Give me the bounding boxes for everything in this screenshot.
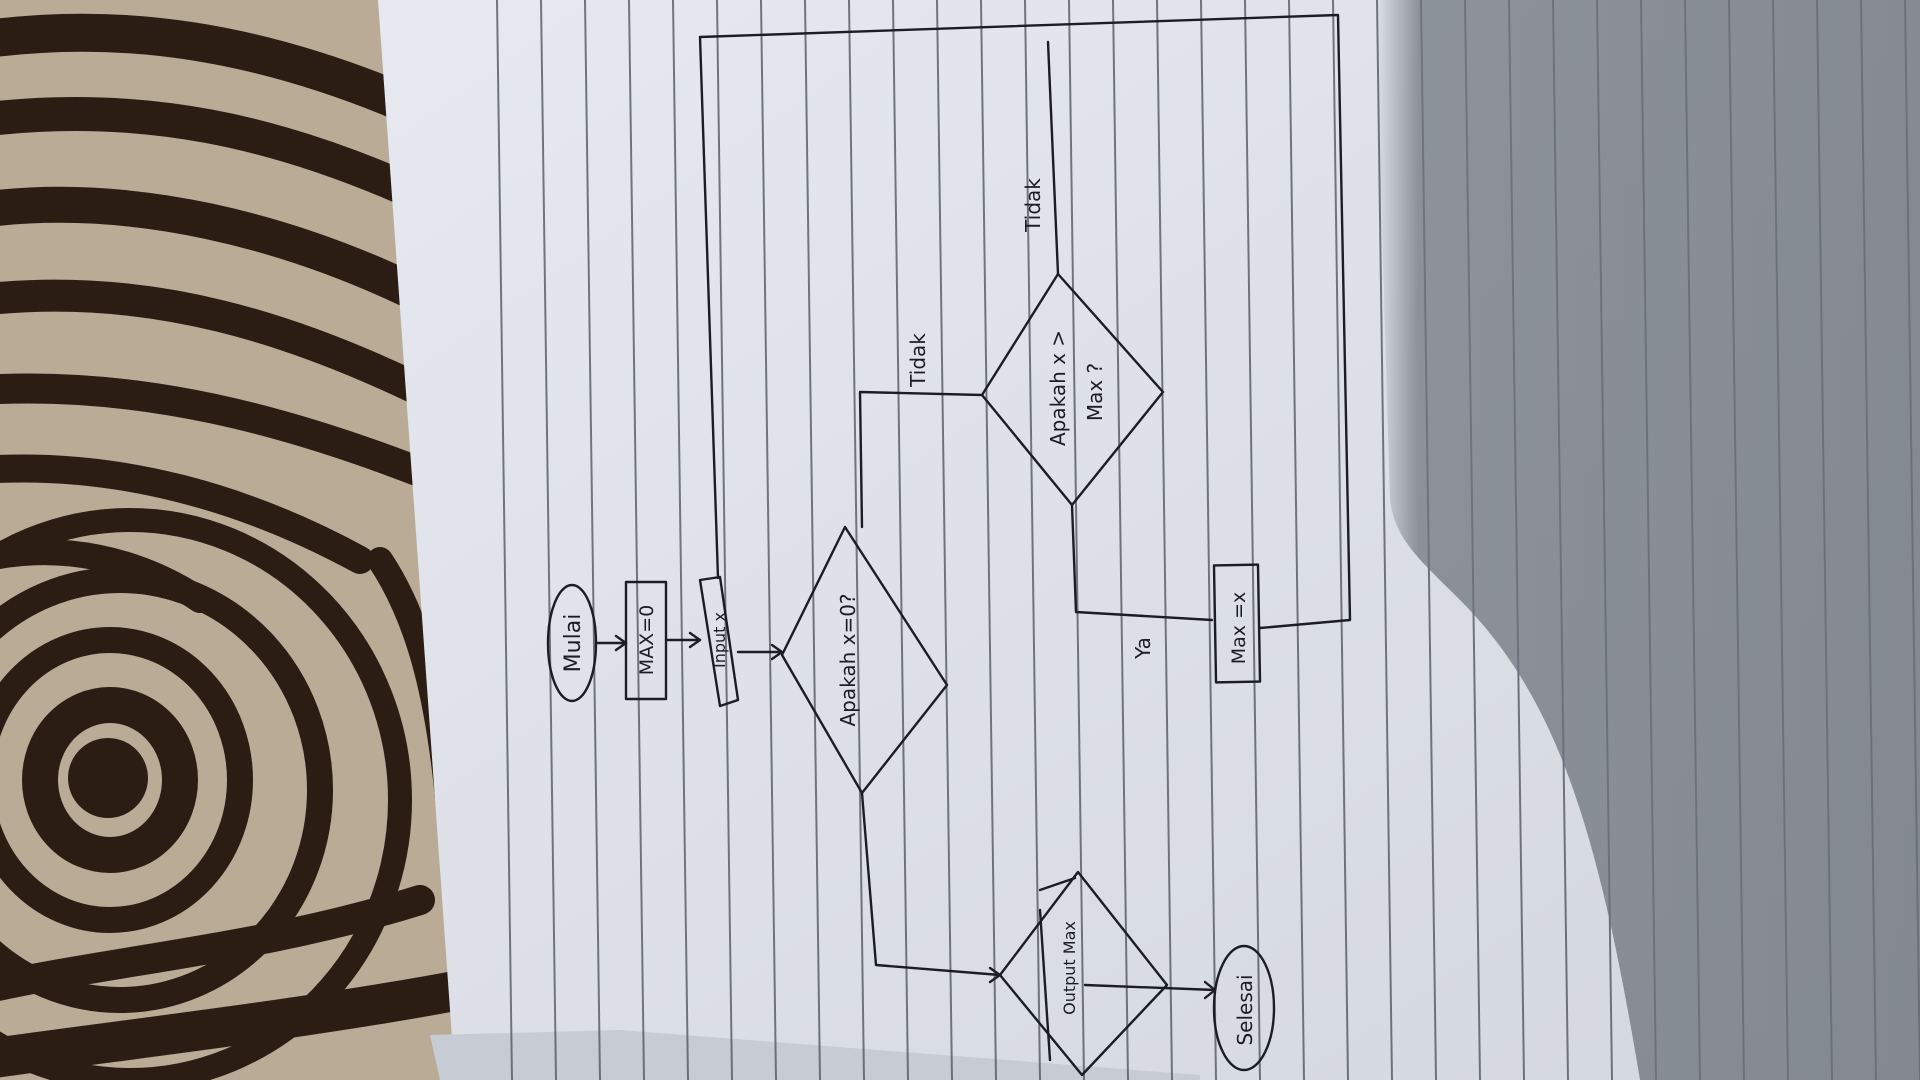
decision-max-diamond	[980, 272, 1165, 507]
decision-zero-label: Apakah x=0?	[836, 593, 860, 726]
phone-shadow	[1375, 0, 1920, 1080]
label-no-zero: Tidak	[906, 333, 930, 388]
branch-no-max	[1046, 40, 1060, 276]
arrowhead-input-decision	[770, 643, 784, 661]
flowchart-labels: Mulai MAX=0 Input x Apakah x=0? Tidak Ap…	[561, 178, 1257, 1046]
branch-no-zero	[858, 390, 984, 529]
init-label: MAX=0	[636, 605, 658, 675]
output-shape	[998, 870, 1169, 1077]
arrowhead-init-input	[688, 631, 702, 649]
input-label: Input x	[710, 612, 729, 668]
decision-zero-diamond	[780, 525, 949, 795]
decision-max-label-line2: Max ?	[1083, 363, 1107, 421]
decision-max-label-line1: Apakah x >	[1046, 330, 1070, 446]
end-label: Selesai	[1233, 974, 1257, 1045]
assign-process-box	[1212, 563, 1262, 684]
output-inner-line	[1038, 908, 1052, 1062]
start-label: Mulai	[561, 614, 586, 673]
label-no-max: Tidak	[1021, 178, 1045, 233]
branch-yes-zero	[860, 791, 1002, 977]
branch-yes-max	[1070, 503, 1214, 622]
output-inner-edge	[1038, 876, 1077, 892]
arrow-output-end	[1083, 983, 1217, 992]
input-parallelogram	[698, 575, 740, 708]
assign-label: Max =x	[1228, 592, 1250, 664]
flowchart	[546, 13, 1352, 1077]
output-label: Output Max	[1060, 921, 1079, 1015]
end-terminator	[1212, 944, 1276, 1072]
loop-back-line	[698, 13, 1352, 630]
label-yes-max: Ya	[1131, 637, 1155, 660]
